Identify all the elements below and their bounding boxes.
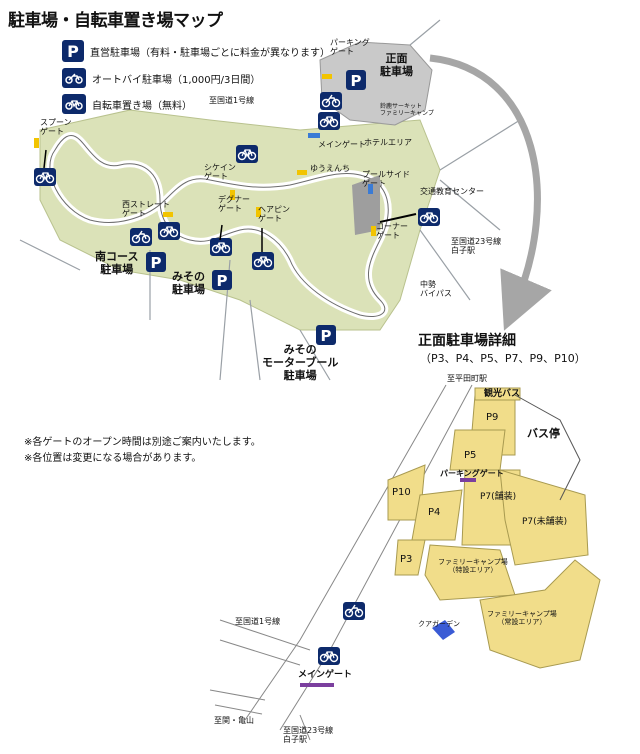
- kanko-bus-area: [474, 387, 521, 401]
- label-miso-pool-parking: みその モーターブール 駐車場: [262, 343, 339, 383]
- label-p5: P5: [464, 450, 477, 461]
- label-route1-detail: 至国道1号線: [235, 617, 281, 626]
- label-corner-gate: コーナー ゲート: [376, 222, 408, 241]
- label-main-gate-detail: メインゲート: [298, 670, 353, 680]
- label-miso-parking: みその 駐車場: [172, 270, 205, 297]
- label-pool-side-gate: プールサイド ゲート: [362, 170, 410, 189]
- label-yuenchi: ゆうえんち: [310, 164, 350, 173]
- label-route1-main: 至国道1号線: [209, 96, 255, 105]
- label-nishi-straight-gate: 西ストレート ゲート: [122, 200, 170, 219]
- legend-text: 自転車置き場（無料）: [92, 100, 192, 112]
- label-degner-gate: デグナー ゲート: [218, 195, 250, 214]
- legend-item-parking: P 直営駐車場（有料・駐車場ごとに料金が異なります）: [62, 40, 330, 62]
- detail-title: 正面駐車場詳細: [418, 333, 516, 349]
- note-positions: ※各位置は変更になる場合があります。: [24, 453, 202, 464]
- label-family-camp-main: 鈴鹿サーキット ファミリーキャンプ: [380, 103, 434, 117]
- label-aqua-garden: クアガーデン: [418, 620, 460, 628]
- camp-special-area: [424, 544, 516, 601]
- label-hairpin2-gate: ヘアピン ゲート: [258, 205, 290, 224]
- label-p7-paved: P7(舗装): [480, 492, 517, 502]
- detail-subtitle: （P3、P4、P5、P7、P9、P10）: [420, 352, 586, 365]
- detail-arrow: [429, 54, 552, 331]
- parking-p-icon: P: [62, 40, 84, 62]
- label-kanko-bus: 観光バス: [484, 389, 521, 399]
- label-bus-stop: バス停: [527, 427, 560, 440]
- label-hotel-area: ホテルエリア: [364, 138, 412, 147]
- label-chusei-bypass: 中勢 バイパス: [420, 280, 452, 299]
- label-camp-regular: ファミリーキャンプ場 （常設エリア）: [487, 610, 557, 627]
- legend-text: オートバイ駐車場（1,000円/3日間）: [92, 74, 261, 86]
- label-camp-special: ファミリーキャンプ場 （特設エリア）: [438, 558, 508, 575]
- label-shomen-parking: 正面 駐車場: [380, 52, 413, 79]
- p5-area: [449, 429, 506, 471]
- label-kokufu: 至関・亀山: [214, 716, 254, 725]
- label-minami-course-parking: 南コース 駐車場: [95, 250, 139, 277]
- bicycle-icon: [62, 94, 86, 114]
- legend-item-bicycle: 自転車置き場（無料）: [62, 94, 192, 114]
- label-hirata: 至平田町駅: [447, 374, 487, 383]
- note-gate-hours: ※各ゲートのオープン時間は別途ご案内いたします。: [24, 437, 261, 448]
- label-route23-main: 至国道23号線 白子駅: [451, 237, 502, 256]
- label-parking-gate: パーキング ゲート: [330, 38, 370, 57]
- label-p9: P9: [486, 412, 499, 423]
- label-p10: P10: [392, 487, 411, 498]
- legend-item-motorcycle: オートバイ駐車場（1,000円/3日間）: [62, 68, 260, 88]
- map-title: 駐車場・自転車置き場マップ: [8, 11, 223, 31]
- label-main-gate: メインゲート: [318, 140, 366, 149]
- legend-text: 直営駐車場（有料・駐車場ごとに料金が異なります）: [90, 47, 330, 59]
- label-hairpin-gate: シケイン ゲート: [204, 163, 236, 182]
- label-route23-detail: 至国道23号線 白子駅: [283, 726, 334, 745]
- label-parking-gate-detail: パーキングゲート: [440, 469, 504, 478]
- motorcycle-icon: [62, 68, 86, 88]
- p4-area: [411, 489, 463, 541]
- label-kotsu-center: 交通教育センター: [420, 187, 484, 196]
- p3-area: [394, 539, 426, 576]
- label-p3: P3: [400, 554, 413, 565]
- p7-unpaved-area: [499, 469, 589, 566]
- camp-regular-area: [479, 559, 601, 669]
- label-p7-unpaved: P7(未舗装): [522, 517, 568, 527]
- label-p4: P4: [428, 507, 441, 518]
- label-spoon-gate: スプーン ゲート: [40, 118, 72, 137]
